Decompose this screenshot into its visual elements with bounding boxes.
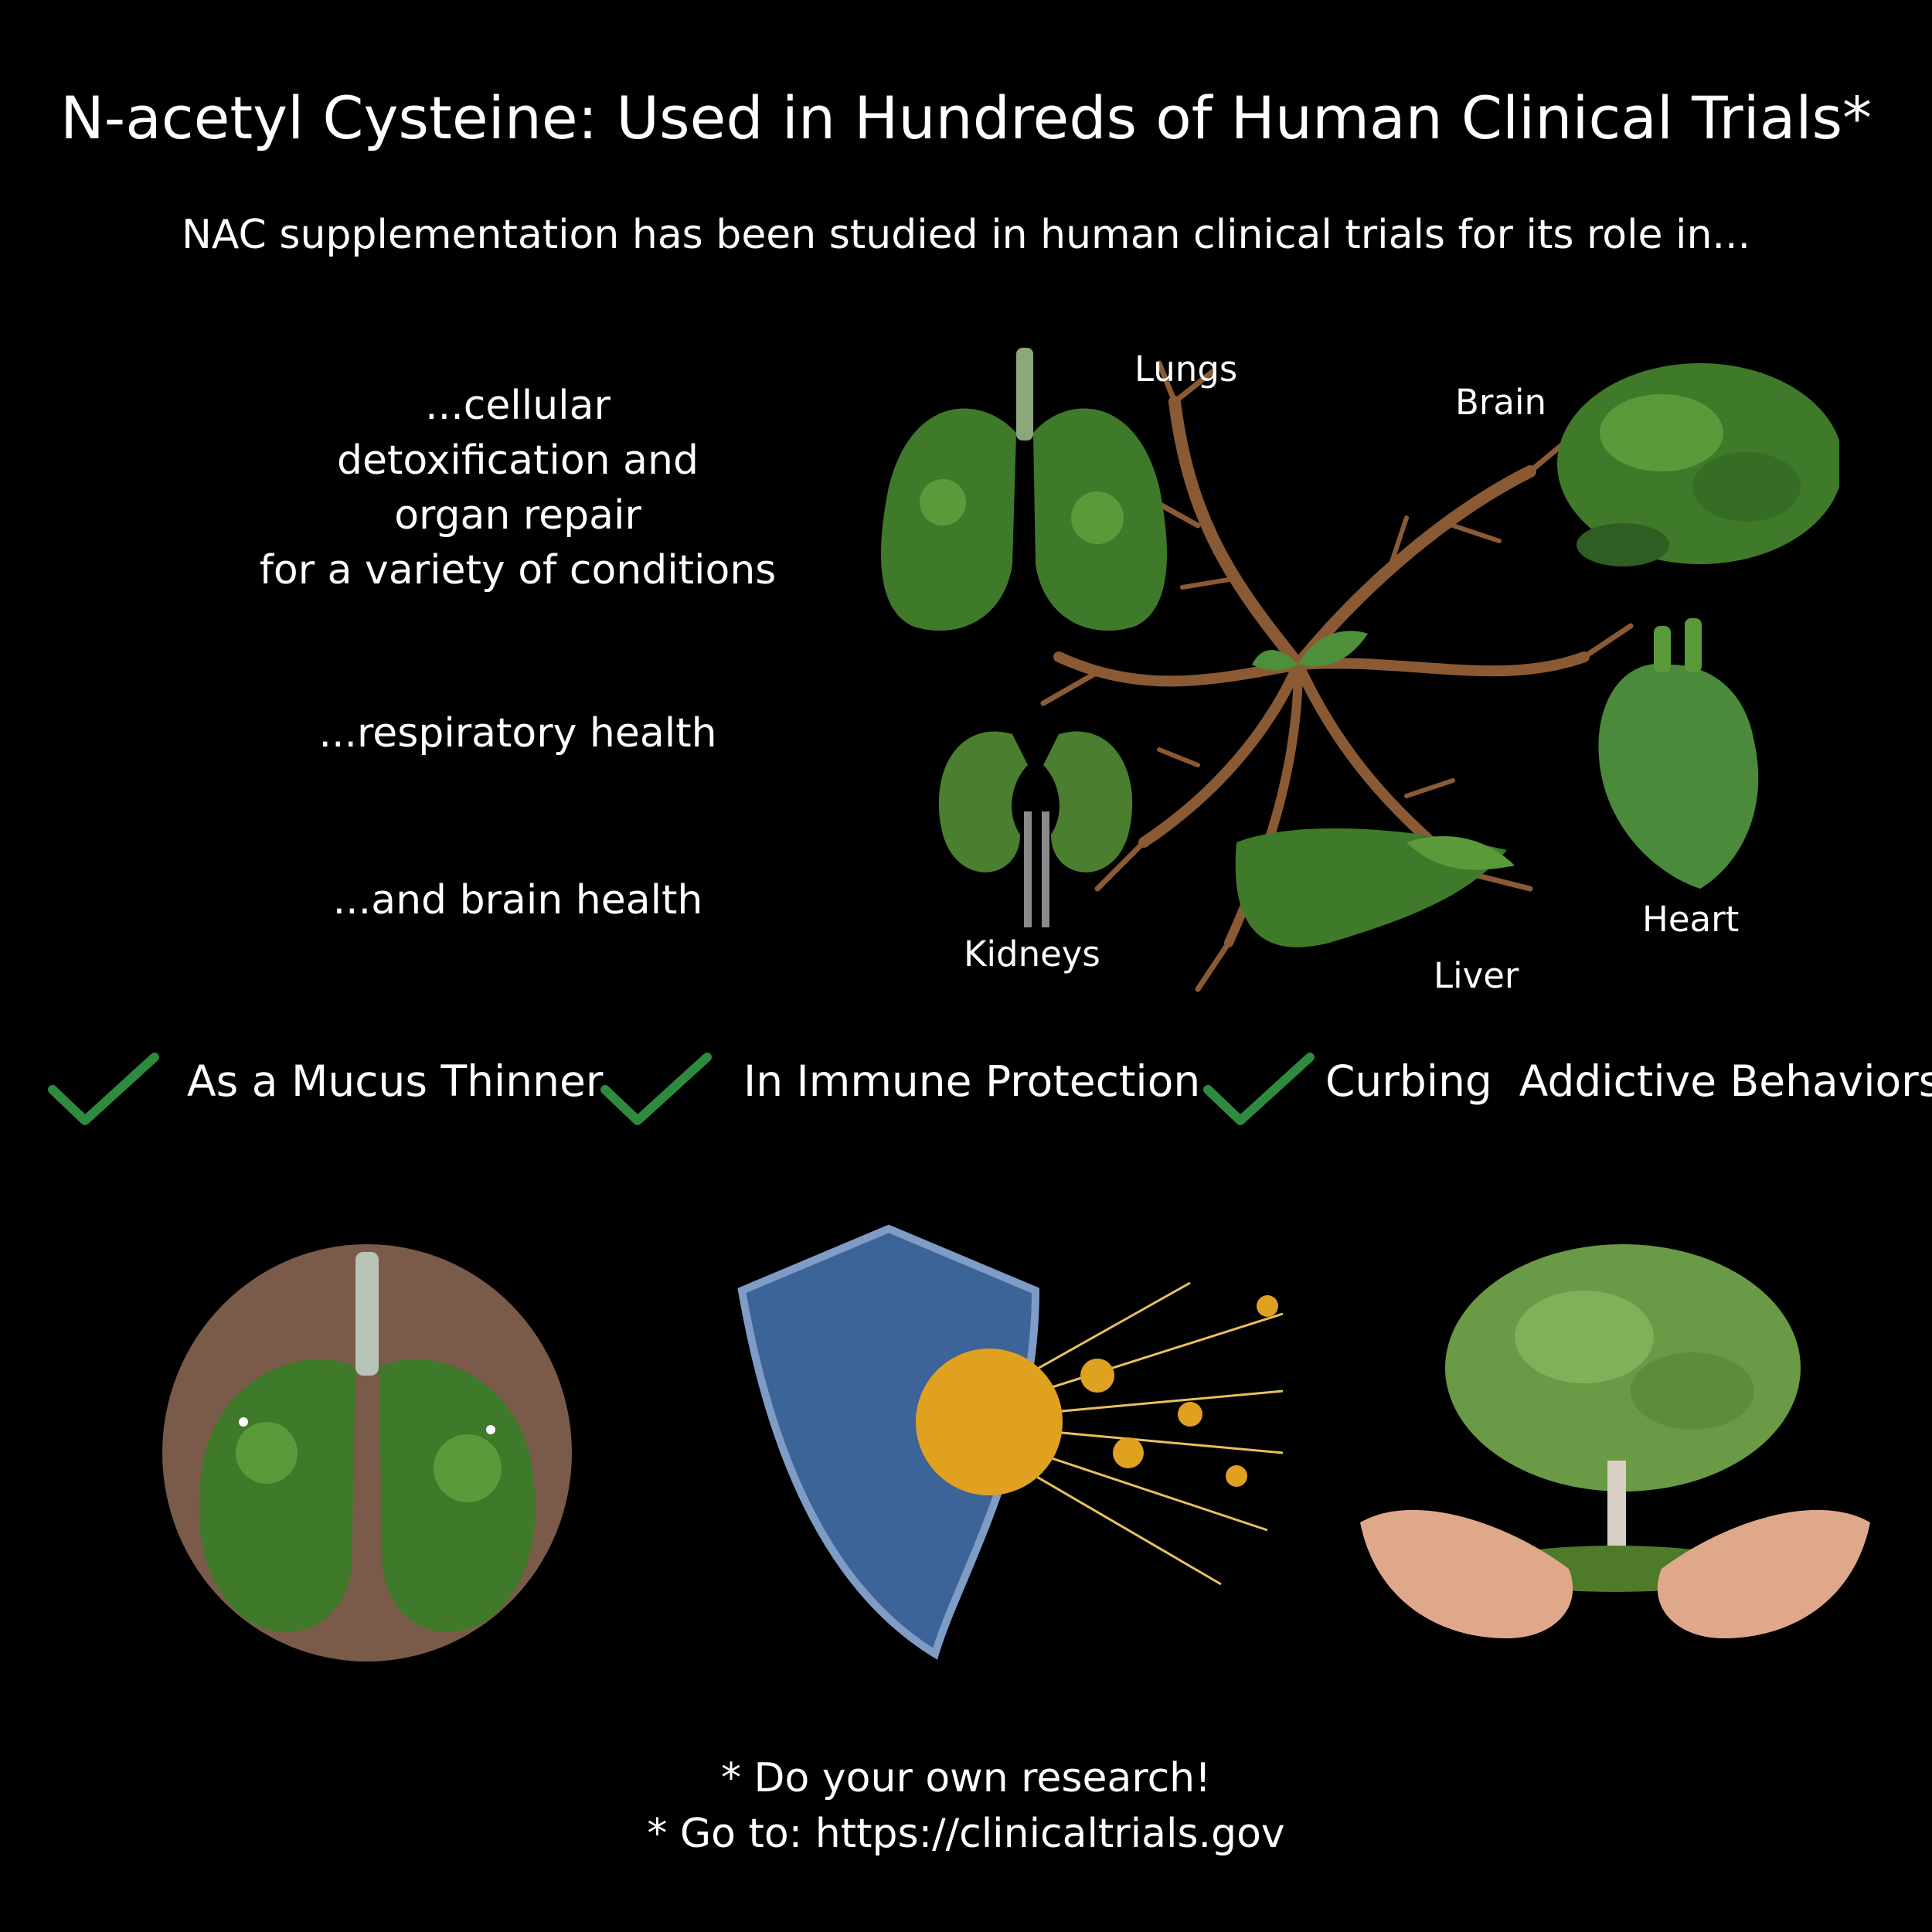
lungs-chest-illustration bbox=[158, 1236, 576, 1669]
benefit-mucus-thinner: As a Mucus Thinner bbox=[187, 1056, 604, 1106]
heart-foliage-icon bbox=[1598, 618, 1759, 889]
organ-label-brain: Brain bbox=[1455, 382, 1546, 423]
page-title: N-acetyl Cysteine: Used in Hundreds of H… bbox=[60, 83, 1872, 152]
kidneys-foliage-icon bbox=[938, 731, 1133, 927]
checkmark-icon bbox=[599, 1051, 715, 1128]
benefit-addictive-behaviors: Curbing Addictive Behaviors bbox=[1325, 1056, 1932, 1106]
shield-virus-illustration bbox=[726, 1221, 1298, 1669]
checkmark-icon bbox=[1202, 1051, 1318, 1128]
benefit-immune-protection: In Immune Protection bbox=[743, 1056, 1201, 1106]
footer-link[interactable]: * Go to: https://clinicaltrials.gov bbox=[647, 1811, 1285, 1857]
benefits-row: As a Mucus Thinner In Immune Protection … bbox=[46, 1051, 1932, 1136]
left-hand-icon bbox=[1360, 1509, 1573, 1638]
role-brain: ...and brain health bbox=[332, 877, 703, 923]
lungs-foliage-icon bbox=[881, 348, 1167, 631]
role-respiratory: ...respiratory health bbox=[318, 710, 717, 757]
role-cellular-line-3: organ repair bbox=[394, 492, 641, 539]
page-subtitle: NAC supplementation has been studied in … bbox=[181, 212, 1751, 258]
brain-foliage-icon bbox=[1557, 363, 1839, 566]
virus-icon bbox=[916, 1349, 1063, 1495]
organ-label-kidneys: Kidneys bbox=[964, 934, 1100, 975]
role-cellular-line-2: detoxification and bbox=[337, 437, 699, 484]
organ-label-lungs: Lungs bbox=[1134, 349, 1238, 389]
role-cellular-line-1: ...cellular bbox=[425, 383, 611, 429]
organ-tree-illustration bbox=[866, 332, 1839, 1012]
right-hand-icon bbox=[1657, 1509, 1870, 1638]
checkmark-icon bbox=[46, 1051, 162, 1128]
liver-foliage-icon bbox=[1235, 828, 1515, 947]
footer-research-note: * Do your own research! bbox=[720, 1755, 1211, 1801]
organ-label-heart: Heart bbox=[1642, 899, 1740, 940]
footer-note: * Do your own research! * Go to: https:/… bbox=[0, 1750, 1932, 1862]
tree-roots-icon bbox=[1040, 360, 1634, 992]
role-cellular-line-4: for a variety of conditions bbox=[259, 547, 777, 594]
roles-text: ...cellular detoxification and organ rep… bbox=[232, 379, 804, 928]
brain-hands-illustration bbox=[1352, 1236, 1878, 1669]
organ-label-liver: Liver bbox=[1434, 955, 1519, 996]
